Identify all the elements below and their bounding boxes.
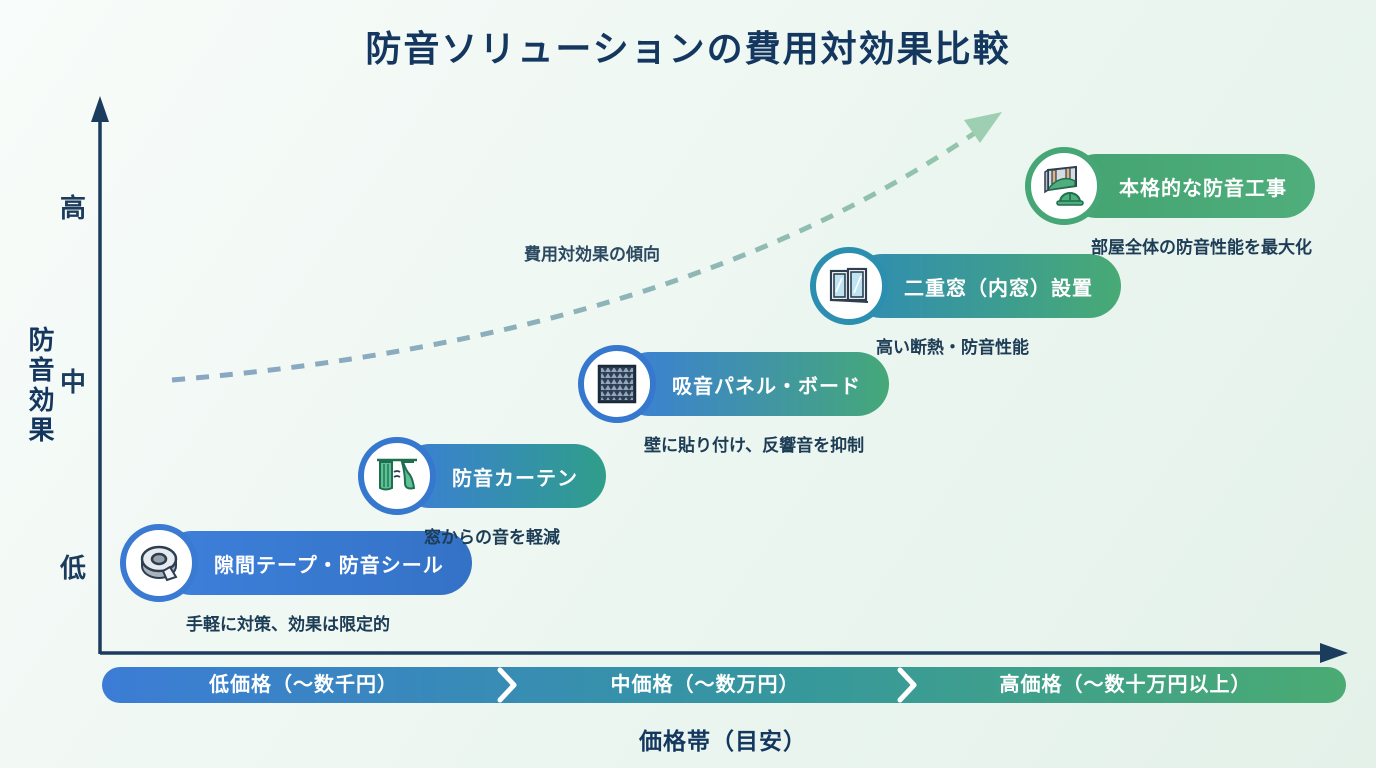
solution-caption: 高い断熱・防音性能 (876, 338, 1029, 357)
x-axis-title: 価格帯（目安） (639, 728, 807, 754)
y-tick-mid: 中 (60, 367, 87, 397)
solution-label: 隙間テープ・防音シール (214, 554, 444, 577)
solution-caption: 手軽に対策、効果は限定的 (186, 615, 390, 634)
y-axis (91, 96, 109, 654)
x-axis (100, 643, 1348, 663)
chevron-separator-icon (897, 667, 917, 703)
construction-icon (1044, 165, 1084, 206)
acoustic-foam-icon (597, 364, 637, 404)
solution-badge (578, 345, 656, 423)
price-segment-mid: 中価格（〜数万円） (610, 674, 800, 696)
y-axis-arrowhead (91, 96, 109, 122)
y-axis-title: 防音効果 (25, 326, 55, 446)
double-window-icon (829, 267, 869, 303)
price-segment-high: 高価格（〜数十万円以上） (999, 674, 1252, 696)
solution-pill: 吸音パネル・ボード (618, 352, 889, 416)
trend-arrowhead (964, 112, 1002, 143)
tape-icon (140, 545, 178, 582)
solution-badge (120, 524, 198, 602)
solution-badge (1025, 147, 1103, 225)
solution-pill: 防音カーテン (398, 444, 606, 508)
x-axis-arrowhead (1320, 643, 1348, 663)
solution-label: 吸音パネル・ボード (672, 375, 861, 398)
solution-badge (358, 437, 436, 515)
solution-caption: 窓からの音を軽減 (424, 528, 560, 547)
curtain-icon (377, 458, 417, 491)
chart-title: 防音ソリューションの費用対効果比較 (365, 28, 1011, 69)
y-tick-low: 低 (60, 553, 87, 583)
chevron-separator-icon (497, 667, 517, 703)
trend-label: 費用対効果の傾向 (524, 245, 660, 264)
solution-pill: 二重窓（内窓）設置 (850, 254, 1121, 318)
solution-pill: 隙間テープ・防音シール (160, 531, 472, 595)
solution-label: 本格的な防音工事 (1119, 177, 1287, 200)
y-tick-high: 高 (60, 193, 87, 223)
solution-caption: 部屋全体の防音性能を最大化 (1091, 238, 1312, 257)
solution-caption: 壁に貼り付け、反響音を抑制 (644, 436, 865, 455)
solution-label: 防音カーテン (452, 467, 578, 490)
price-segment-low: 低価格（〜数千円） (209, 674, 398, 696)
solution-pill: 本格的な防音工事 (1065, 154, 1315, 218)
price-band: 低価格（〜数千円） 中価格（〜数万円） 高価格（〜数十万円以上） (102, 667, 1346, 703)
solution-badge (810, 247, 888, 325)
solution-label: 二重窓（内窓）設置 (904, 277, 1093, 300)
trend-arrow (171, 112, 1002, 383)
